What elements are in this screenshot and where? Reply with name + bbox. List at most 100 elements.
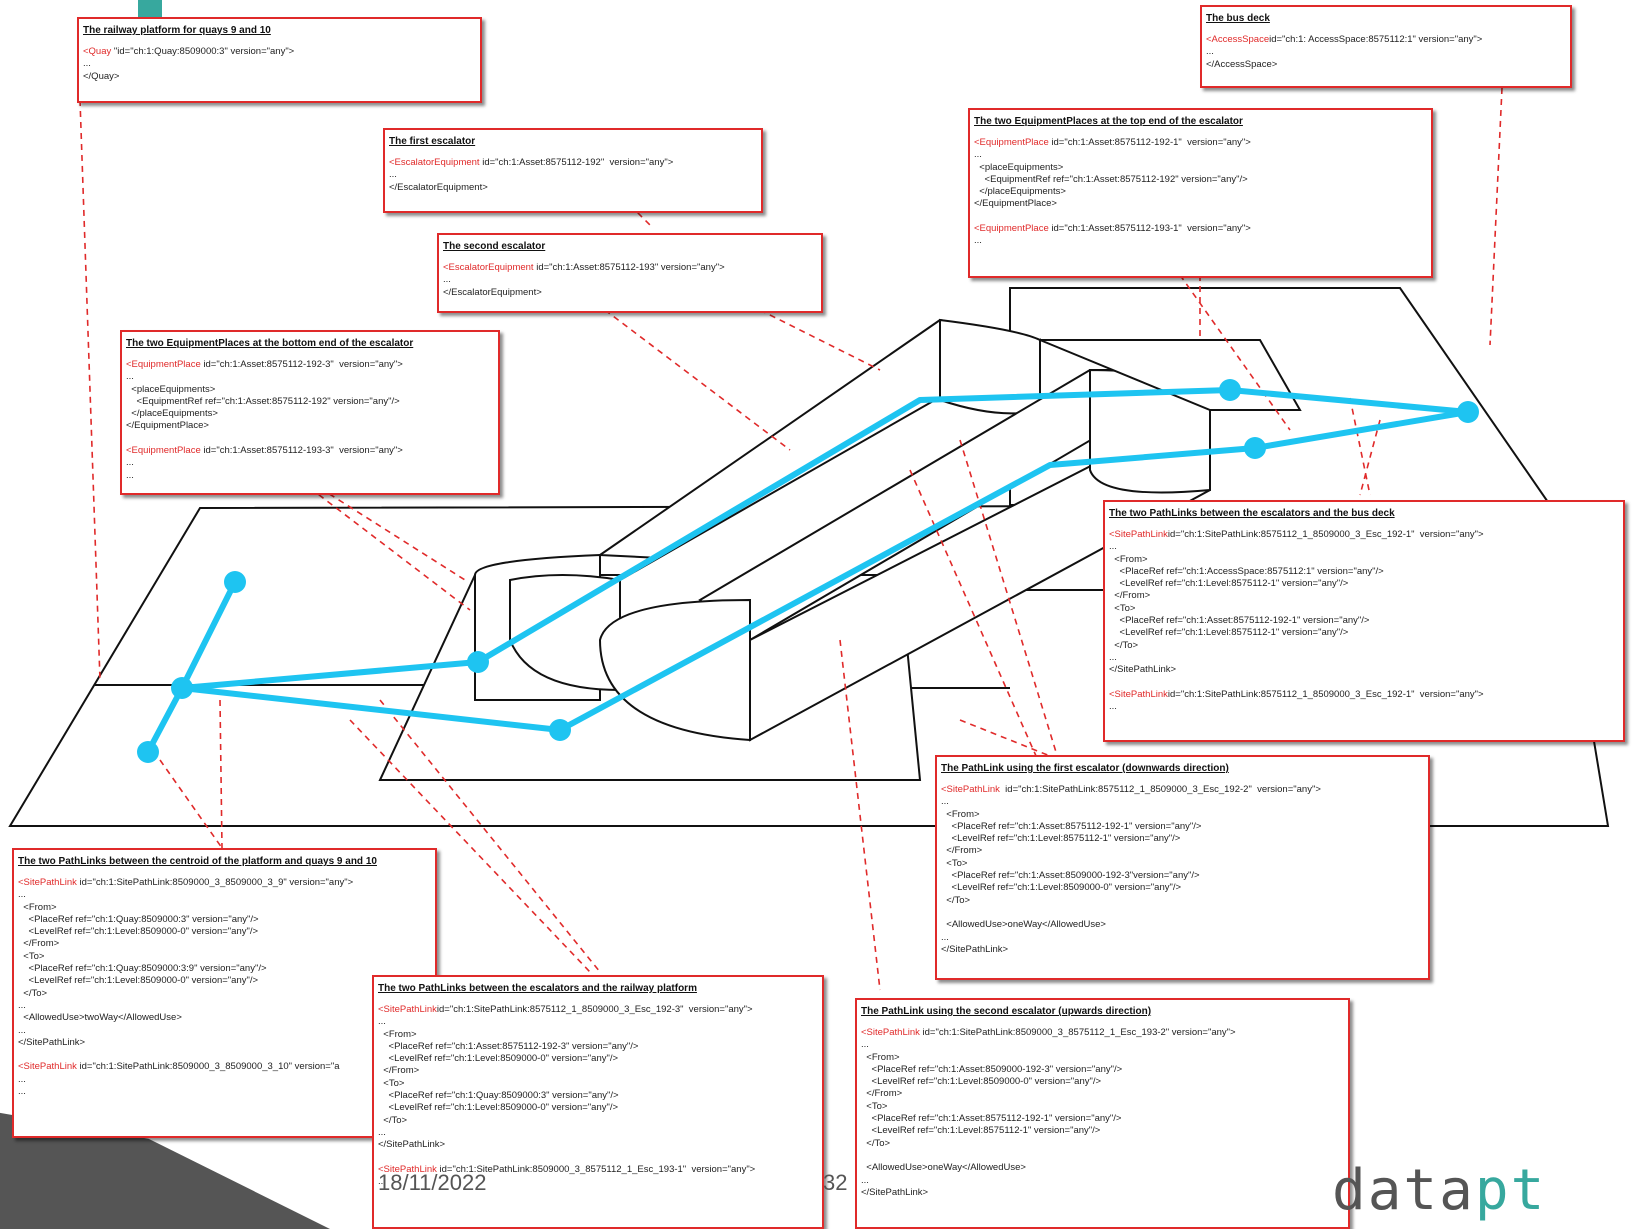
code-line: <SitePathLink id="ch:1:SitePathLink:8509… bbox=[861, 1027, 1236, 1038]
code-line: <LevelRef ref="ch:1:Level:8509000-0" ver… bbox=[941, 882, 1182, 894]
callout-code: <SitePathLink id="ch:1:SitePathLink:8509… bbox=[861, 1027, 1344, 1199]
code-line: </Quay> bbox=[83, 70, 120, 82]
callout-quay: The railway platform for quays 9 and 10 … bbox=[77, 17, 482, 103]
code-line: </To> bbox=[18, 987, 48, 999]
code-line bbox=[941, 907, 1424, 919]
code-line: <To> bbox=[861, 1100, 888, 1112]
code-line: </From> bbox=[18, 938, 60, 950]
code-line: ... bbox=[126, 457, 134, 469]
code-line: <LevelRef ref="ch:1:Level:8509000-0" ver… bbox=[861, 1076, 1102, 1088]
code-line: <placeEquipments> bbox=[974, 161, 1064, 173]
code-line: </From> bbox=[861, 1088, 903, 1100]
code-line: <SitePathLink id="ch:1:SitePathLink:8575… bbox=[941, 784, 1321, 795]
code-line: ... bbox=[1109, 651, 1117, 663]
code-line: <AllowedUse>oneWay</AllowedUse> bbox=[861, 1162, 1026, 1174]
code-line: <placeEquipments> bbox=[126, 383, 216, 395]
callout-code: <SitePathLinkid="ch:1:SitePathLink:85751… bbox=[378, 1004, 818, 1188]
code-line: <EscalatorEquipment id="ch:1:Asset:85751… bbox=[443, 262, 725, 273]
callout-code: <SitePathLink id="ch:1:SitePathLink:8509… bbox=[18, 877, 431, 1098]
code-line: ... bbox=[378, 1176, 386, 1188]
code-line: <EquipmentPlace id="ch:1:Asset:8575112-1… bbox=[126, 445, 403, 457]
callout-code: <SitePathLinkid="ch:1:SitePathLink:85751… bbox=[1109, 529, 1619, 713]
code-line: </To> bbox=[378, 1114, 408, 1126]
callout-title: The PathLink using the first escalator (… bbox=[941, 763, 1229, 774]
code-line: <From> bbox=[1109, 553, 1148, 565]
callout-equipment-places-top: The two EquipmentPlaces at the top end o… bbox=[968, 108, 1433, 278]
code-line: <LevelRef ref="ch:1:Level:8575112-1" ver… bbox=[861, 1125, 1101, 1137]
footer-date: 18/11/2022 bbox=[378, 1170, 487, 1195]
callout-second-escalator: The second escalator <EscalatorEquipment… bbox=[437, 233, 823, 313]
code-line: <PlaceRef ref="ch:1:Asset:8575112-192-1"… bbox=[861, 1113, 1122, 1125]
callout-title: The bus deck bbox=[1206, 13, 1270, 24]
code-line: ... bbox=[1109, 701, 1117, 713]
code-line: ... bbox=[83, 58, 91, 70]
code-line: </SitePathLink> bbox=[941, 943, 1009, 955]
callout-title: The two EquipmentPlaces at the bottom en… bbox=[126, 338, 414, 349]
code-line: </EquipmentPlace> bbox=[126, 420, 209, 432]
code-line: <PlaceRef ref="ch:1:Asset:8575112-192-1"… bbox=[941, 820, 1202, 832]
callout-title: The two PathLinks between the escalators… bbox=[1109, 508, 1395, 519]
logo-accent-text: pt bbox=[1474, 1158, 1547, 1223]
callout-first-escalator: The first escalator <EscalatorEquipment … bbox=[383, 128, 763, 213]
code-line: <To> bbox=[1109, 602, 1136, 614]
code-line: <EscalatorEquipment id="ch:1:Asset:85751… bbox=[389, 157, 674, 168]
code-line: ... bbox=[1109, 541, 1117, 553]
code-line: <PlaceRef ref="ch:1:Asset:8575112-192-1"… bbox=[1109, 615, 1370, 627]
callout-code: <Quay "id="ch:1:Quay:8509000:3" version=… bbox=[83, 46, 476, 83]
callout-title: The first escalator bbox=[389, 136, 476, 147]
callout-title: The PathLink using the second escalator … bbox=[861, 1006, 1152, 1017]
code-line: ... bbox=[18, 1073, 26, 1085]
page-number: 32 bbox=[823, 1170, 848, 1195]
code-line: <To> bbox=[18, 950, 45, 962]
code-line: <AllowedUse>oneWay</AllowedUse> bbox=[941, 919, 1106, 931]
code-line: <PlaceRef ref="ch:1:Asset:8509000-192-3"… bbox=[861, 1063, 1123, 1075]
code-line: ... bbox=[126, 469, 134, 481]
code-line: <SitePathLink id="ch:1:SitePathLink:8509… bbox=[18, 1061, 340, 1073]
code-line: <LevelRef ref="ch:1:Level:8509000-0" ver… bbox=[378, 1102, 619, 1114]
code-line: </EquipmentPlace> bbox=[974, 198, 1057, 210]
code-line: <AccessSpaceid="ch:1: AccessSpace:857511… bbox=[1206, 34, 1483, 45]
code-line: ... bbox=[443, 274, 451, 286]
code-line: <To> bbox=[378, 1077, 405, 1089]
callout-code: <EscalatorEquipment id="ch:1:Asset:85751… bbox=[443, 262, 817, 299]
connector-lines bbox=[79, 87, 1503, 991]
callout-code: <EscalatorEquipment id="ch:1:Asset:85751… bbox=[389, 157, 757, 194]
code-line: </From> bbox=[941, 845, 983, 857]
code-line: ... bbox=[389, 169, 397, 181]
code-line: </EscalatorEquipment> bbox=[443, 286, 542, 298]
callout-pathlink-second-escalator: The PathLink using the second escalator … bbox=[855, 998, 1350, 1229]
code-line: <EquipmentPlace id="ch:1:Asset:8575112-1… bbox=[126, 359, 403, 370]
callout-title: The two PathLinks between the escalators… bbox=[378, 983, 697, 994]
code-line: <PlaceRef ref="ch:1:Asset:8509000-192-3"… bbox=[941, 870, 1200, 882]
code-line: <LevelRef ref="ch:1:Level:8509000-0" ver… bbox=[18, 975, 259, 987]
code-line: <AllowedUse>twoWay</AllowedUse> bbox=[18, 1012, 182, 1024]
code-line: ... bbox=[18, 999, 26, 1011]
code-line: <From> bbox=[941, 808, 980, 820]
code-line: ... bbox=[378, 1126, 386, 1138]
code-line: </From> bbox=[378, 1065, 420, 1077]
code-line: <SitePathLink id="ch:1:SitePathLink:8509… bbox=[378, 1163, 756, 1175]
code-line: <PlaceRef ref="ch:1:Quay:8509000:3" vers… bbox=[18, 913, 259, 925]
callout-code: <SitePathLink id="ch:1:SitePathLink:8575… bbox=[941, 784, 1424, 956]
callout-pathlinks-bus-deck: The two PathLinks between the escalators… bbox=[1103, 500, 1625, 742]
callout-title: The railway platform for quays 9 and 10 bbox=[83, 25, 271, 36]
code-line: <SitePathLink id="ch:1:SitePathLink:8509… bbox=[18, 877, 354, 888]
code-line: <SitePathLinkid="ch:1:SitePathLink:85751… bbox=[378, 1004, 753, 1015]
code-line: <From> bbox=[378, 1028, 417, 1040]
code-line: <LevelRef ref="ch:1:Level:8575112-1" ver… bbox=[1109, 578, 1349, 590]
callout-code: <AccessSpaceid="ch:1: AccessSpace:857511… bbox=[1206, 34, 1566, 71]
teal-corner-mark bbox=[138, 0, 162, 20]
code-line: <SitePathLinkid="ch:1:SitePathLink:85751… bbox=[1109, 688, 1484, 700]
code-line: ... bbox=[941, 796, 949, 808]
code-line: </To> bbox=[861, 1137, 891, 1149]
code-line: <From> bbox=[18, 901, 57, 913]
code-line: ... bbox=[126, 371, 134, 383]
code-line: </EscalatorEquipment> bbox=[389, 181, 488, 193]
code-line bbox=[378, 1152, 818, 1164]
code-line: <PlaceRef ref="ch:1:Quay:8509000:3" vers… bbox=[378, 1090, 619, 1102]
company-logo: datapt bbox=[1332, 1158, 1546, 1223]
code-line: ... bbox=[18, 889, 26, 901]
code-line: ... bbox=[941, 931, 949, 943]
code-line: <SitePathLinkid="ch:1:SitePathLink:85751… bbox=[1109, 529, 1484, 540]
code-line: </placeEquipments> bbox=[126, 408, 218, 420]
